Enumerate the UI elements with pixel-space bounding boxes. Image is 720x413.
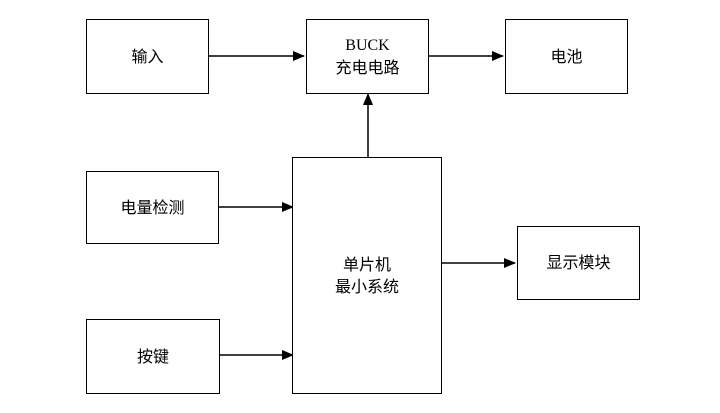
display-module-block: 显示模块 — [517, 226, 640, 300]
buck-label-line2: 充电电路 — [335, 57, 400, 77]
power-detect-block: 电量检测 — [86, 171, 219, 244]
input-block: 输入 — [86, 19, 209, 94]
mcu-label-line2: 最小系统 — [334, 276, 399, 296]
battery-block: 电池 — [505, 19, 628, 94]
mcu-block: 单片机 最小系统 — [292, 157, 442, 394]
input-label: 输入 — [131, 46, 164, 66]
battery-label: 电池 — [550, 46, 583, 66]
mcu-label-line1: 单片机 — [342, 254, 391, 274]
power-detect-label: 电量检测 — [120, 197, 185, 217]
display-module-label: 显示模块 — [546, 253, 611, 272]
buck-label-line1: BUCK — [345, 36, 390, 54]
button-block: 按键 — [86, 319, 220, 394]
button-label: 按键 — [136, 346, 169, 366]
buck-charging-block: BUCK 充电电路 — [306, 19, 429, 94]
